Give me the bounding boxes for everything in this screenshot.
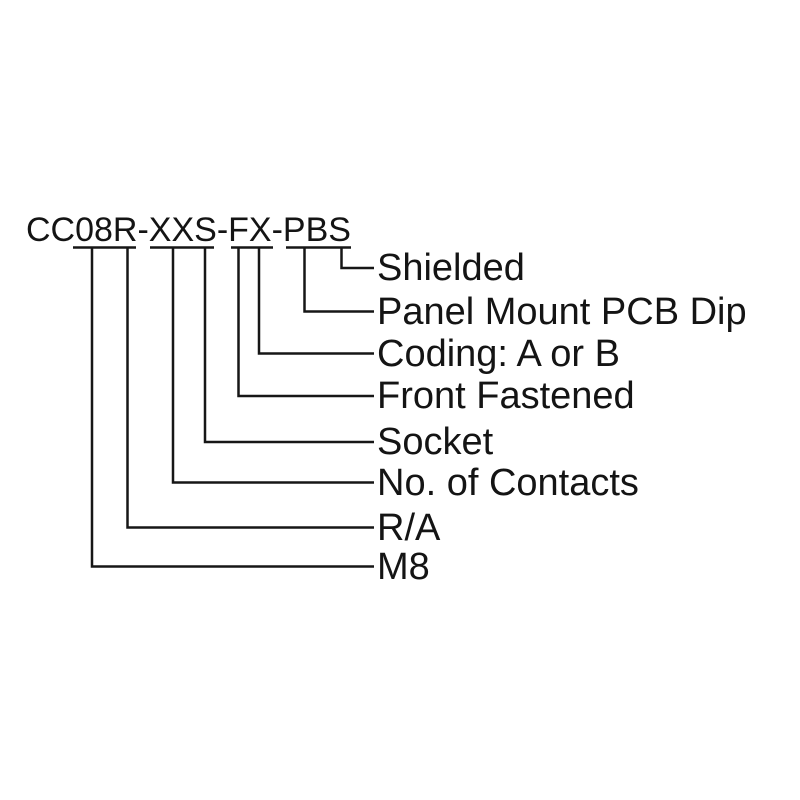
part-number: CC08R-XXS-FX-PBS	[26, 211, 351, 249]
callout-label-ra: R/A	[377, 506, 441, 549]
callout-label-front-fastened: Front Fastened	[377, 375, 635, 417]
connector-no-of-contacts	[171, 247, 374, 484]
connector-shielded	[340, 247, 374, 270]
callout-label-shielded: Shielded	[377, 247, 525, 289]
connector-front-fastened	[237, 247, 374, 398]
callout-connectors	[90, 247, 374, 568]
connector-m8	[90, 247, 374, 568]
callout-label-coding: Coding: A or B	[377, 332, 620, 375]
connector-panel-mount	[303, 247, 374, 313]
connector-coding	[257, 247, 374, 355]
callout-label-m8: M8	[377, 545, 430, 588]
connector-socket	[203, 247, 374, 444]
callout-label-no-of-contacts: No. of Contacts	[377, 461, 639, 504]
callout-label-socket: Socket	[377, 421, 494, 463]
connector-ra	[126, 247, 374, 529]
callout-label-panel-mount: Panel Mount PCB Dip	[377, 290, 747, 333]
